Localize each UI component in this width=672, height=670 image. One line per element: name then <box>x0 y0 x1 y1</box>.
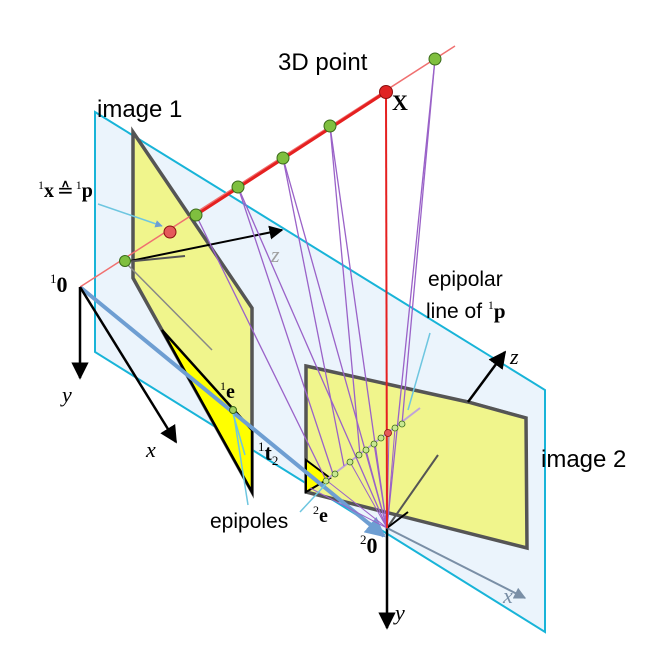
point-green-3 <box>231 180 245 194</box>
camera2-axis-z <box>386 454 439 529</box>
label-axis-y-1: y <box>60 382 72 407</box>
label-image-2: image 2 <box>541 446 626 473</box>
label-origin-1: 10 <box>50 271 68 297</box>
ray-camera1-thick <box>195 90 387 217</box>
label-axis-y-2: y <box>393 600 405 625</box>
camera1-inner-line2 <box>124 261 213 351</box>
point-green-5 <box>323 119 337 133</box>
label-origin-2: 20 <box>360 532 378 558</box>
label-epipolar: epipolar <box>428 268 503 291</box>
camera1-inner-axis-z <box>124 225 284 263</box>
ray-camera1-thin <box>79 45 456 288</box>
point-green-2 <box>189 208 203 222</box>
label-pointer-epipoles-1 <box>233 415 249 506</box>
projection-lines <box>195 58 436 529</box>
camera1-axis-x <box>78 286 178 444</box>
label-epipole-2: 2e <box>313 503 328 527</box>
camera1-inner-line <box>124 255 186 263</box>
label-epipole-1: 1e <box>220 379 235 403</box>
epipole-triangle-2 <box>305 458 332 494</box>
label-pointer-epipolar <box>407 332 431 411</box>
camera2-axis-z-outer <box>466 350 507 403</box>
label-axis-z-1: z <box>270 242 280 267</box>
label-point-X: X <box>392 90 408 115</box>
label-axis-x-2: x <box>502 583 513 608</box>
point-green-1 <box>119 255 131 267</box>
point-X <box>379 85 393 99</box>
label-axis-z-2: z <box>509 344 519 369</box>
epipole-1 <box>229 406 237 414</box>
label-x-equals-p: 1x≙1p <box>38 178 93 202</box>
epipolar-points-image2 <box>322 420 406 485</box>
label-3d-point: 3D point <box>278 49 368 76</box>
point-green-4 <box>276 151 290 165</box>
label-translation: 1t2 <box>258 439 278 468</box>
point-green-6 <box>428 52 442 66</box>
label-line-of-p: line of 1p <box>426 298 506 323</box>
label-pointer-epipoles-2 <box>299 483 327 513</box>
camera2-axis-x <box>386 527 527 599</box>
point-image1 <box>163 225 177 239</box>
ray-x-to-camera2 <box>385 91 388 529</box>
camera2-fan-lines <box>309 427 396 529</box>
label-image-1: image 1 <box>97 96 182 123</box>
label-axis-x-1: x <box>145 437 156 462</box>
points-on-ray <box>119 52 442 267</box>
label-pointer-x <box>97 203 163 228</box>
label-epipoles: epipoles <box>210 510 288 533</box>
point-image2-red <box>384 429 392 437</box>
camera2-inner-x <box>386 511 409 529</box>
